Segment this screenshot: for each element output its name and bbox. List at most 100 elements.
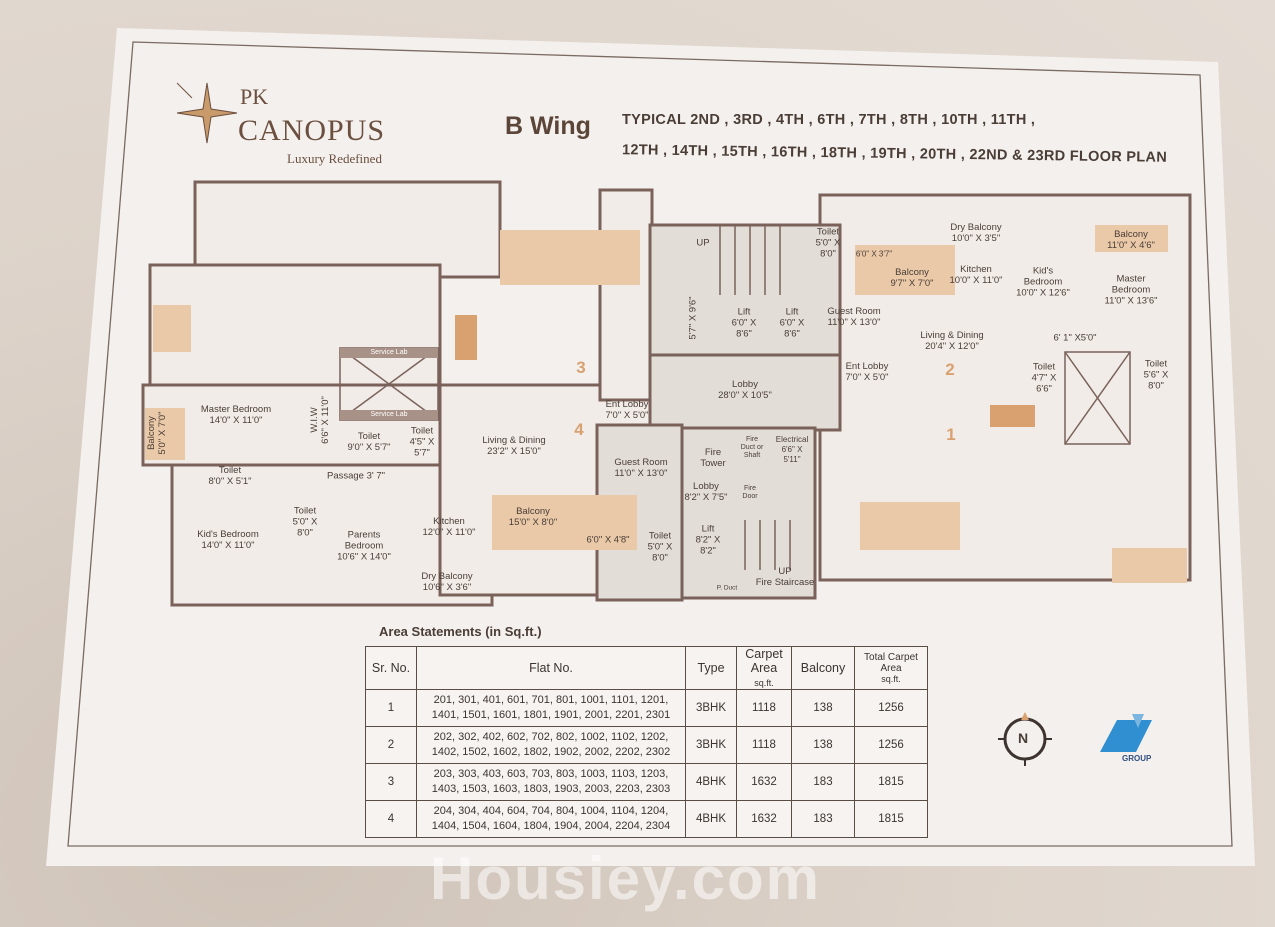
flat-number-3: 3 bbox=[576, 358, 586, 377]
logo-name: CANOPUS bbox=[238, 114, 386, 147]
cell-type: 3BHK bbox=[685, 726, 737, 764]
room-label: Fire Duct or Shaft bbox=[740, 436, 764, 459]
cell-flats: 204, 304, 404, 604, 704, 804, 1004, 1104… bbox=[416, 800, 686, 838]
flat-number-4: 4 bbox=[574, 420, 584, 439]
compass-label: N bbox=[1018, 730, 1029, 746]
room-label: Fire Door bbox=[742, 485, 758, 500]
north-compass-icon: N bbox=[998, 712, 1052, 766]
cell-type: 4BHK bbox=[685, 763, 737, 801]
logo-tagline: Luxury Redefined bbox=[287, 151, 382, 166]
cell-sr: 4 bbox=[365, 800, 417, 838]
service-lab-label: Service Lab bbox=[340, 348, 438, 358]
area-statement-title: Area Statements (in Sq.ft.) bbox=[379, 624, 542, 639]
cell-balcony: 138 bbox=[791, 689, 855, 727]
header-balcony: Balcony bbox=[791, 646, 855, 690]
cell-balcony: 138 bbox=[791, 726, 855, 764]
cell-total: 1256 bbox=[854, 689, 928, 727]
header-sr: Sr. No. bbox=[365, 646, 417, 690]
group-logo-text: GROUP bbox=[1122, 754, 1152, 763]
cell-total: 1256 bbox=[854, 726, 928, 764]
cell-type: 4BHK bbox=[685, 800, 737, 838]
room-label: Fire Tower bbox=[700, 447, 726, 469]
room-label: 6' 1" X5'0" bbox=[1053, 332, 1097, 344]
room-label: P. Duct bbox=[716, 584, 738, 592]
service-lab-label: Service Lab bbox=[340, 410, 438, 420]
header-flat: Flat No. bbox=[416, 646, 686, 690]
logo-prefix: PK bbox=[240, 84, 269, 109]
pk-group-logo: GROUP bbox=[1092, 710, 1162, 765]
cell-total: 1815 bbox=[854, 800, 928, 838]
stair-up-label: UP bbox=[696, 237, 710, 249]
cell-carpet: 1118 bbox=[736, 689, 792, 727]
cell-carpet: 1118 bbox=[736, 726, 792, 764]
room-label: 6'0" X 4'8" bbox=[586, 534, 630, 546]
cell-total: 1815 bbox=[854, 763, 928, 801]
flat-number-2: 2 bbox=[945, 360, 955, 379]
cell-balcony: 183 bbox=[791, 763, 855, 801]
room-label: 5'7" X 9'6" bbox=[687, 296, 699, 340]
floor-plan-title-line-1: TYPICAL 2ND , 3RD , 4TH , 6TH , 7TH , 8T… bbox=[622, 112, 1036, 128]
wing-title: B Wing bbox=[505, 112, 591, 140]
cell-carpet: 1632 bbox=[736, 800, 792, 838]
cell-flats: 203, 303, 403, 603, 703, 803, 1003, 1103… bbox=[416, 763, 686, 801]
flat-number-1: 1 bbox=[946, 425, 956, 444]
cell-sr: 1 bbox=[365, 689, 417, 727]
watermark: Housiey.com bbox=[430, 845, 821, 912]
room-label: 6'0" X 3'7" bbox=[855, 249, 893, 259]
cell-type: 3BHK bbox=[685, 689, 737, 727]
room-label: Passage 3' 7" bbox=[326, 470, 386, 482]
cell-flats: 201, 301, 401, 601, 701, 801, 1001, 1101… bbox=[416, 689, 686, 727]
compass-star-logo-icon bbox=[176, 82, 238, 144]
cell-flats: 202, 302, 402, 602, 702, 802, 1002, 1102… bbox=[416, 726, 686, 764]
cell-carpet: 1632 bbox=[736, 763, 792, 801]
header-type: Type bbox=[685, 646, 737, 690]
cell-balcony: 183 bbox=[791, 800, 855, 838]
cell-sr: 3 bbox=[365, 763, 417, 801]
